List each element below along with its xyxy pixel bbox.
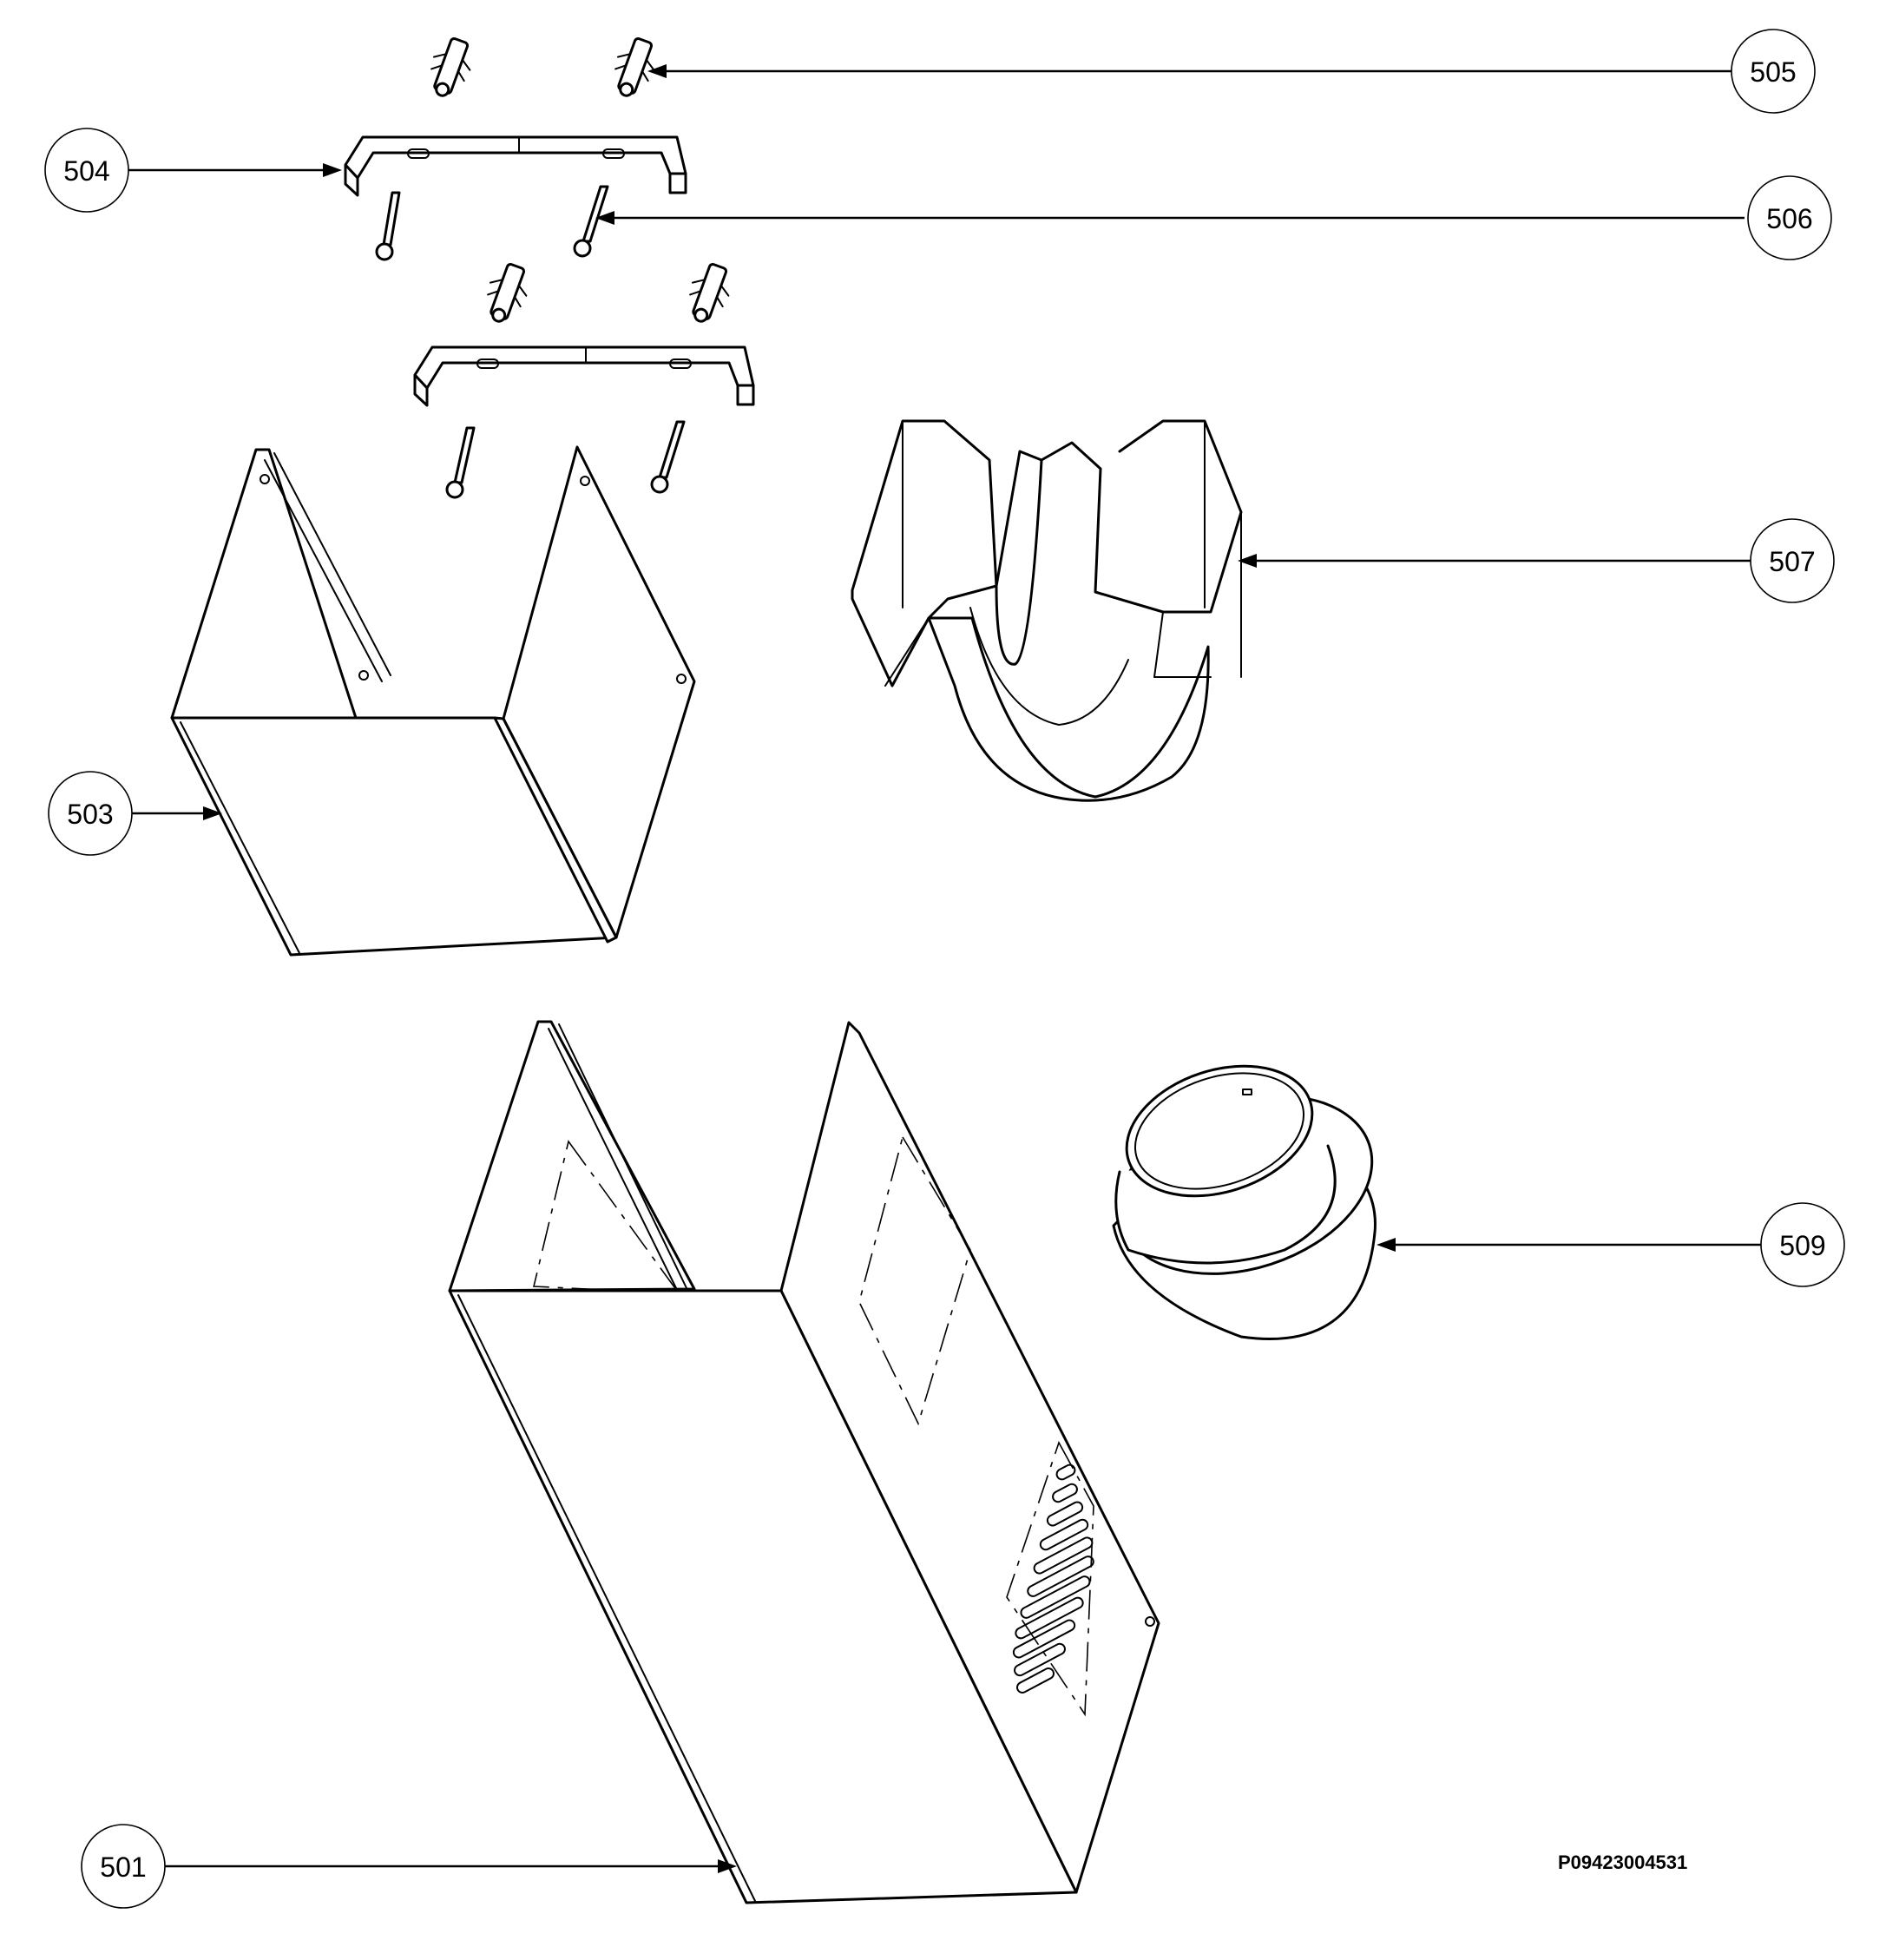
callout-505: 505 — [647, 29, 1816, 114]
callout-504: 504 — [44, 128, 342, 213]
callout-label: 501 — [100, 1851, 146, 1883]
callout-506: 506 — [595, 175, 1832, 260]
upper-chimney-part — [170, 445, 696, 957]
screw-part — [375, 185, 686, 499]
callout-label: 506 — [1766, 203, 1812, 234]
wall-plug-part — [430, 37, 730, 323]
callout-507: 507 — [1238, 518, 1835, 603]
callout-label: 503 — [67, 799, 113, 830]
drawing-number: P09423004531 — [1558, 1851, 1687, 1873]
callout-label: 509 — [1779, 1230, 1825, 1261]
callout-label: 507 — [1769, 546, 1815, 577]
callout-509: 509 — [1377, 1202, 1845, 1287]
vent-slots — [1012, 1463, 1094, 1694]
callout-501: 501 — [81, 1824, 737, 1909]
reducer-ring-part — [1112, 1064, 1377, 1340]
mounting-bracket-part — [413, 345, 755, 407]
callout-503: 503 — [48, 771, 222, 856]
air-outlet-adapter-part — [851, 419, 1243, 802]
lower-chimney-part — [448, 1020, 1160, 1904]
callout-label: 505 — [1750, 56, 1796, 88]
callout-label: 504 — [63, 155, 109, 187]
mounting-bracket-part — [344, 135, 687, 197]
